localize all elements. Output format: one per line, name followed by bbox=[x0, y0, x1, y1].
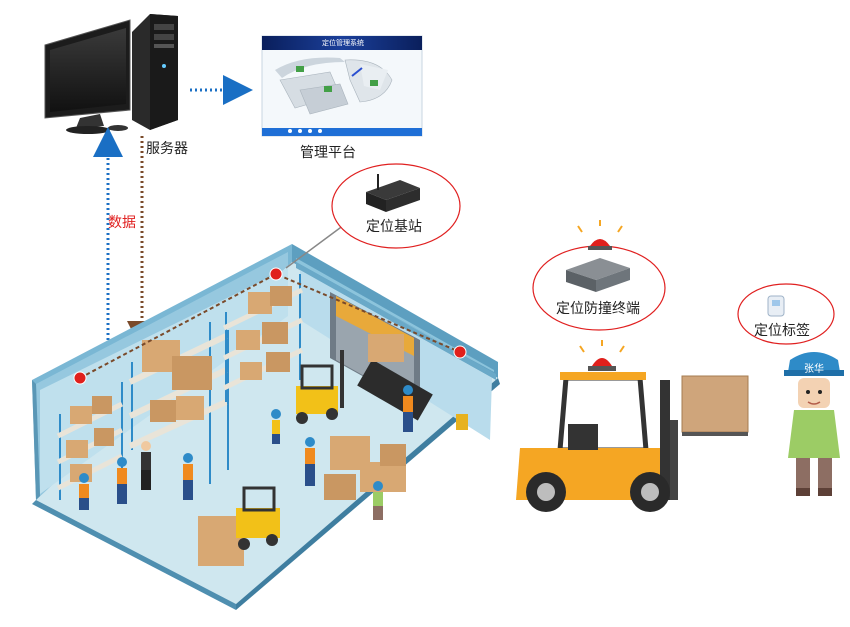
bubble-anti-collision bbox=[532, 220, 666, 331]
bubble-tag bbox=[737, 283, 835, 345]
platform-label: 管理平台 bbox=[300, 145, 356, 161]
anchor-marker-top bbox=[269, 267, 283, 281]
forklift-large bbox=[516, 340, 749, 512]
terminal-device-icon bbox=[566, 258, 630, 292]
worker-with-tag bbox=[784, 352, 844, 496]
bubble-pointer-base-station bbox=[285, 221, 349, 269]
base-station-label: 定位基站 bbox=[366, 219, 422, 235]
data-label: 数据 bbox=[108, 215, 136, 231]
shelving-middle bbox=[128, 322, 229, 484]
helmet-name-label: 张华 bbox=[804, 364, 824, 375]
warehouse-forklift-1 bbox=[296, 350, 344, 424]
anchor-marker-right bbox=[453, 345, 467, 359]
base-station-device-icon bbox=[366, 174, 420, 212]
tag-label: 定位标签 bbox=[754, 323, 810, 339]
shelving-back bbox=[222, 274, 304, 402]
platform-screen bbox=[261, 35, 423, 137]
workers bbox=[79, 385, 413, 520]
alarm-light-icon bbox=[577, 220, 623, 250]
server-label: 服务器 bbox=[146, 141, 188, 157]
bubble-base-station bbox=[331, 163, 461, 249]
server-computer bbox=[44, 14, 178, 134]
anchor-links bbox=[79, 272, 461, 379]
warehouse-forklift-2 bbox=[236, 486, 280, 550]
mouse-icon bbox=[108, 125, 128, 131]
shelving-left bbox=[56, 382, 124, 500]
anchor-marker-left bbox=[73, 371, 87, 385]
platform-screen-title: 定位管理系统 bbox=[322, 39, 364, 47]
tag-device-icon bbox=[767, 295, 785, 317]
anti-collision-label: 定位防撞终端 bbox=[556, 301, 640, 317]
